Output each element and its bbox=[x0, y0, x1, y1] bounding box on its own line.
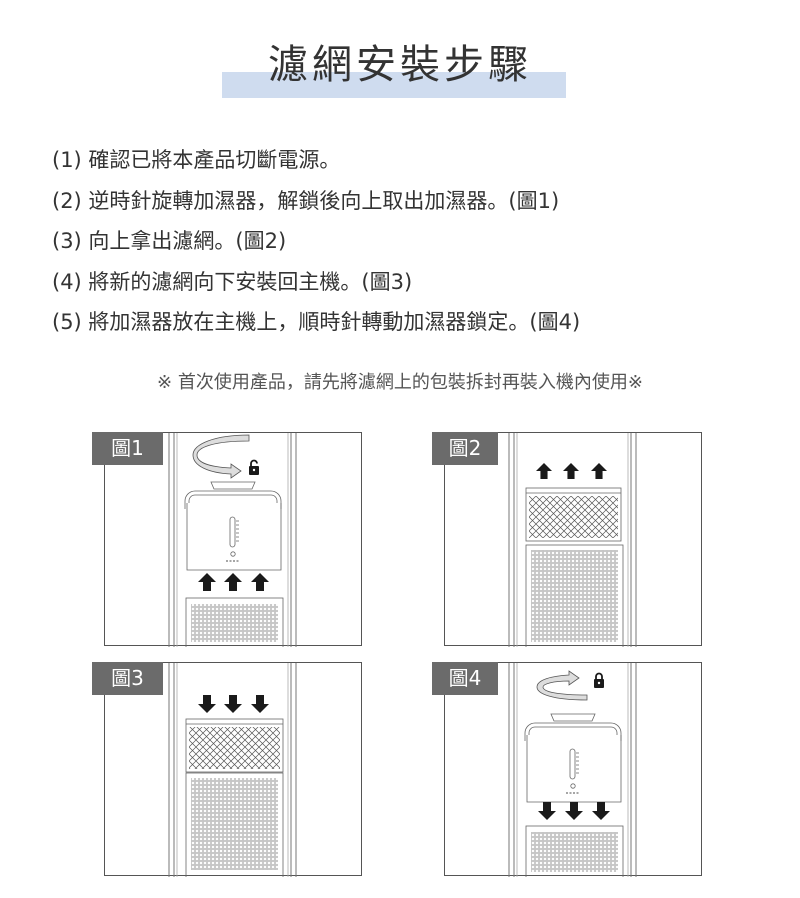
humidifier-tank bbox=[184, 481, 282, 571]
filter bbox=[525, 487, 622, 542]
figure-4-illustration bbox=[508, 663, 637, 877]
up-arrows-icon bbox=[536, 463, 607, 479]
rotate-clockwise-arrow-icon bbox=[536, 670, 588, 701]
step-item: (4) 將新的濾網向下安裝回主機。(圖3) bbox=[52, 269, 413, 294]
humidifier-tank bbox=[524, 713, 622, 803]
air-intake-grille bbox=[525, 825, 624, 877]
unlock-icon bbox=[248, 459, 260, 475]
down-arrows-icon bbox=[198, 695, 269, 713]
air-intake-grille bbox=[185, 772, 284, 877]
step-item: (2) 逆時針旋轉加濕器，解鎖後向上取出加濕器。(圖1) bbox=[52, 188, 560, 213]
step-item: (3) 向上拿出濾網。(圖2) bbox=[52, 229, 287, 253]
lock-icon bbox=[593, 672, 605, 688]
figure-4: 圖4 bbox=[432, 662, 702, 877]
figure-3: 圖3 bbox=[92, 662, 362, 877]
figure-2: 圖2 bbox=[432, 432, 702, 647]
figure-2-illustration bbox=[508, 433, 637, 647]
filter bbox=[185, 718, 284, 773]
step-list: (1) 確認已將本產品切斷電源。 (2) 逆時針旋轉加濕器，解鎖後向上取出加濕器… bbox=[52, 140, 580, 343]
usage-note: ※ 首次使用產品，請先將濾網上的包裝拆封再裝入機內使用※ bbox=[157, 372, 643, 393]
title-container: 濾網安裝步驟 bbox=[0, 30, 800, 100]
air-intake-grille bbox=[525, 544, 624, 647]
figure-label: 圖3 bbox=[92, 662, 163, 695]
air-intake-grille bbox=[185, 597, 284, 647]
rotate-counterclockwise-arrow-icon bbox=[192, 434, 250, 479]
figure-1-illustration bbox=[168, 433, 297, 647]
page-title: 濾網安裝步驟 bbox=[268, 42, 532, 88]
title-highlight bbox=[222, 72, 566, 98]
up-arrows-icon bbox=[198, 573, 269, 591]
figure-label: 圖1 bbox=[92, 432, 163, 465]
down-arrows-icon bbox=[538, 802, 610, 820]
figure-label: 圖4 bbox=[432, 662, 498, 695]
figure-1: 圖1 bbox=[92, 432, 362, 647]
step-item: (1) 確認已將本產品切斷電源。 bbox=[52, 148, 341, 172]
figure-3-illustration bbox=[168, 663, 297, 877]
step-item: (5) 將加濕器放在主機上，順時針轉動加濕器鎖定。(圖4) bbox=[52, 310, 581, 334]
figure-label: 圖2 bbox=[432, 432, 498, 465]
